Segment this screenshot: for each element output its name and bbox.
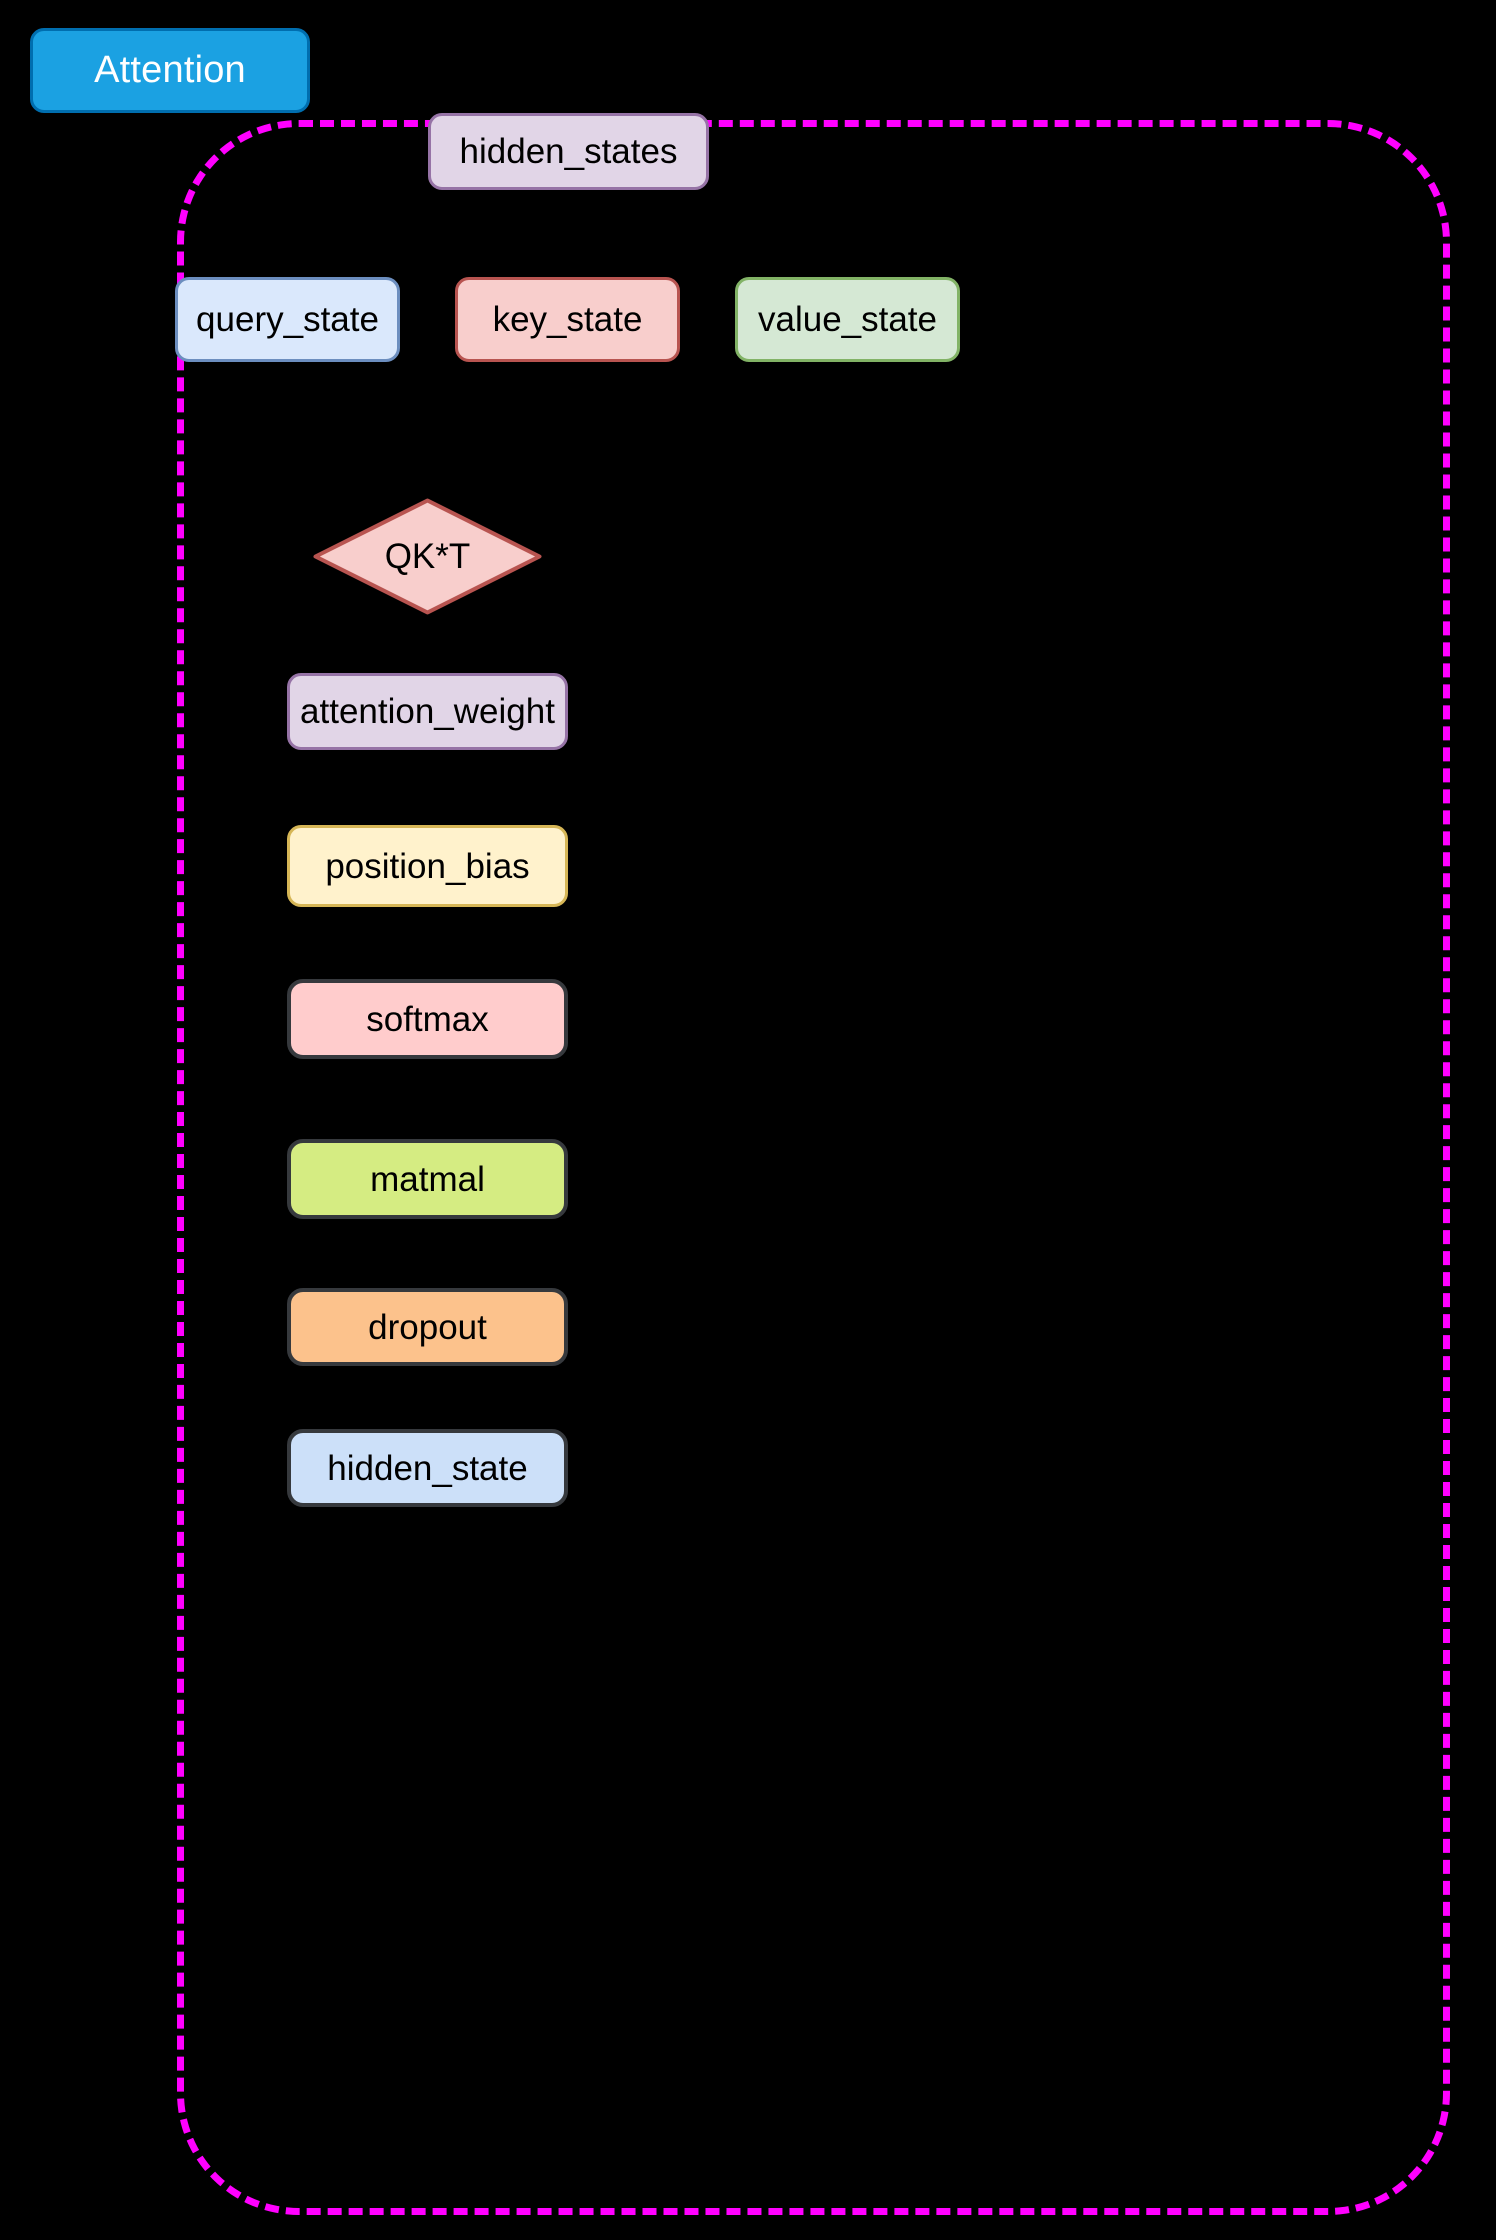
node-key-state[interactable]: key_state (455, 277, 680, 362)
node-hidden-state[interactable]: hidden_state (287, 1429, 568, 1507)
node-position-bias[interactable]: position_bias (287, 825, 568, 907)
attention-group-title[interactable]: Attention (30, 28, 310, 113)
node-softmax[interactable]: softmax (287, 979, 568, 1059)
node-qkt-diamond[interactable]: QK*T (313, 498, 542, 615)
node-query-state[interactable]: query_state (175, 277, 400, 362)
node-dropout[interactable]: dropout (287, 1288, 568, 1366)
diamond-shape-icon (313, 498, 542, 615)
node-matmal[interactable]: matmal (287, 1139, 568, 1219)
node-value-state[interactable]: value_state (735, 277, 960, 362)
node-qkt-label: QK*T (384, 536, 471, 576)
node-hidden-states[interactable]: hidden_states (428, 113, 709, 190)
node-attention-weight[interactable]: attention_weight (287, 673, 568, 750)
